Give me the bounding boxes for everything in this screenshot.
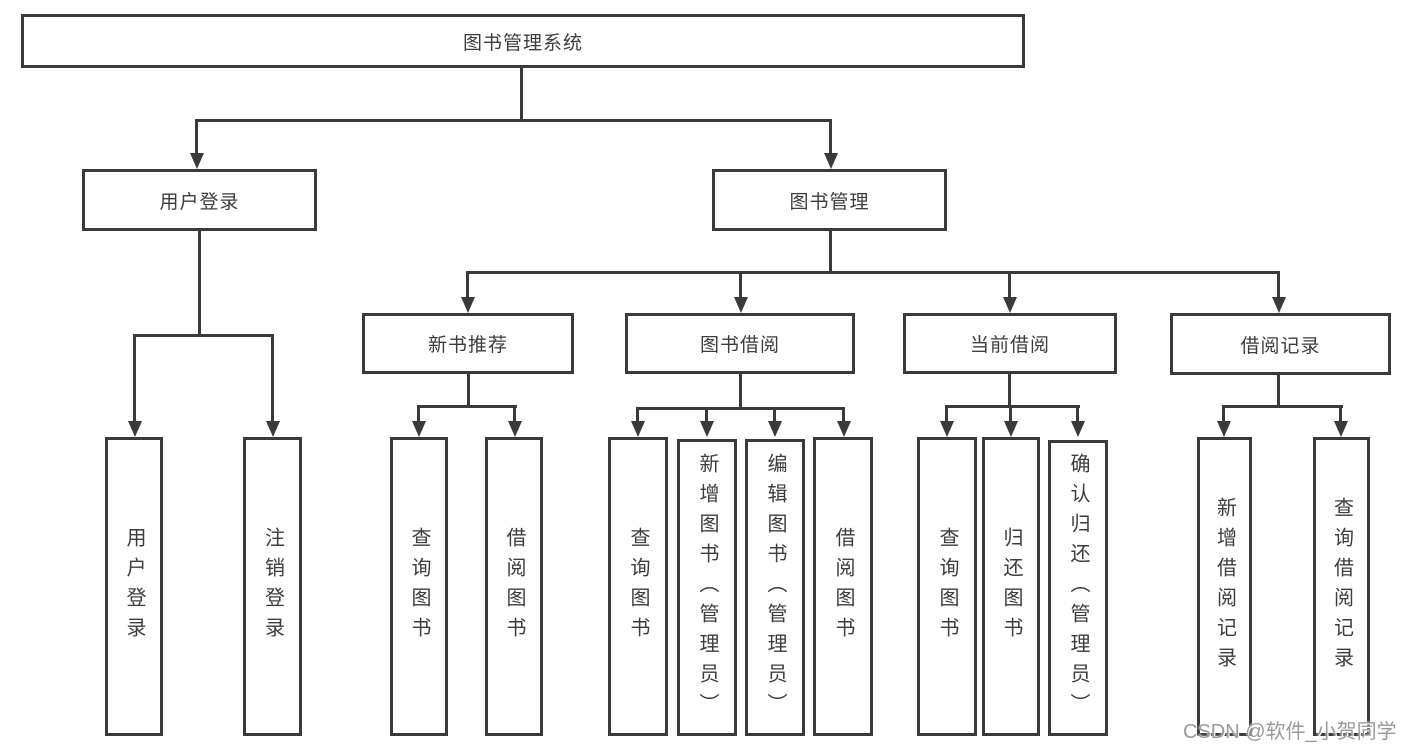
connector-arrow-down: [460, 271, 475, 313]
connector-arrow-down: [189, 119, 204, 169]
connector-line: [945, 405, 1080, 408]
node-book-borrowing: 图书借阅: [625, 313, 855, 374]
connector-line: [520, 68, 523, 120]
connector-arrow-down: [699, 407, 714, 437]
connector-arrow-down: [1002, 271, 1017, 313]
node-logout: 注销登录: [243, 437, 302, 736]
node-label: 归还图书: [1000, 526, 1022, 647]
connector-arrow-down: [411, 405, 426, 437]
node-recommend-query-books: 查询图书: [390, 437, 448, 736]
node-borrowing-borrow-books: 借阅图书: [813, 437, 873, 736]
node-label: 借阅图书: [503, 526, 525, 647]
connector-arrow-down: [265, 334, 280, 437]
connector-line: [829, 231, 832, 272]
connector-line: [636, 407, 845, 410]
connector-arrow-down: [1216, 405, 1231, 437]
node-label: 编辑图书（管理员）: [764, 452, 786, 723]
connector-line: [739, 374, 742, 408]
node-label: 查询借阅记录: [1330, 496, 1353, 677]
node-label: 新书推荐: [427, 335, 508, 356]
connector-line: [1222, 405, 1343, 408]
node-label: 借阅记录: [1240, 335, 1321, 357]
node-label: 查询图书: [408, 526, 430, 647]
node-label: 用户登录: [159, 191, 240, 213]
node-borrowing-query-books: 查询图书: [608, 437, 668, 736]
connector-line: [467, 374, 470, 406]
node-label: 图书管理: [789, 191, 870, 213]
node-current-query-books: 查询图书: [917, 437, 977, 736]
node-query-borrow-record: 查询借阅记录: [1313, 437, 1370, 736]
node-new-book-recommend: 新书推荐: [362, 313, 574, 374]
node-return-books: 归还图书: [982, 437, 1040, 736]
node-label: 借阅图书: [832, 526, 854, 647]
node-book-management: 图书管理: [712, 169, 947, 231]
connector-arrow-down: [507, 405, 522, 437]
node-borrow-records: 借阅记录: [1170, 313, 1391, 375]
node-label: 图书借阅: [699, 335, 780, 356]
node-add-borrow-record: 新增借阅记录: [1197, 437, 1252, 736]
node-current-borrowing: 当前借阅: [903, 313, 1117, 374]
node-label: 图书管理系统: [462, 32, 583, 54]
connector-arrow-down: [1070, 405, 1085, 437]
connector-line: [417, 405, 517, 408]
node-user-login: 用户登录: [82, 169, 317, 231]
connector-arrow-down: [1003, 405, 1018, 437]
node-label: 当前借阅: [969, 335, 1050, 356]
node-add-books-admin: 新增图书（管理员）: [677, 439, 737, 736]
connector-line: [198, 231, 201, 335]
connector-line: [1277, 375, 1280, 406]
connector-arrow-down: [1333, 405, 1348, 437]
connector-arrow-down: [630, 407, 645, 437]
node-confirm-return-admin: 确认归还（管理员）: [1048, 440, 1108, 736]
node-label: 查询图书: [936, 526, 958, 647]
node-user-login-leaf: 用户登录: [105, 437, 163, 736]
connector-line: [133, 334, 274, 337]
csdn-watermark: CSDN @软件_小贺同学: [1183, 721, 1397, 743]
connector-arrow-down: [939, 405, 954, 437]
connector-arrow-down: [836, 407, 851, 437]
connector-line: [195, 119, 832, 122]
connector-line: [1008, 374, 1011, 406]
node-label: 注销登录: [261, 526, 284, 647]
connector-arrow-down: [823, 119, 838, 169]
connector-line: [466, 271, 1279, 274]
connector-arrow-down: [1271, 271, 1286, 313]
connector-arrow-down: [767, 407, 782, 437]
node-label: 查询图书: [627, 526, 649, 647]
node-label: 用户登录: [123, 526, 145, 647]
node-label: 确认归还（管理员）: [1067, 453, 1089, 723]
node-recommend-borrow-books: 借阅图书: [485, 437, 543, 736]
node-edit-books-admin: 编辑图书（管理员）: [745, 439, 805, 736]
connector-arrow-down: [733, 271, 748, 313]
node-label: 新增图书（管理员）: [696, 452, 718, 723]
node-library-management-system: 图书管理系统: [21, 14, 1025, 68]
node-label: 新增借阅记录: [1213, 496, 1236, 677]
connector-arrow-down: [127, 334, 142, 437]
